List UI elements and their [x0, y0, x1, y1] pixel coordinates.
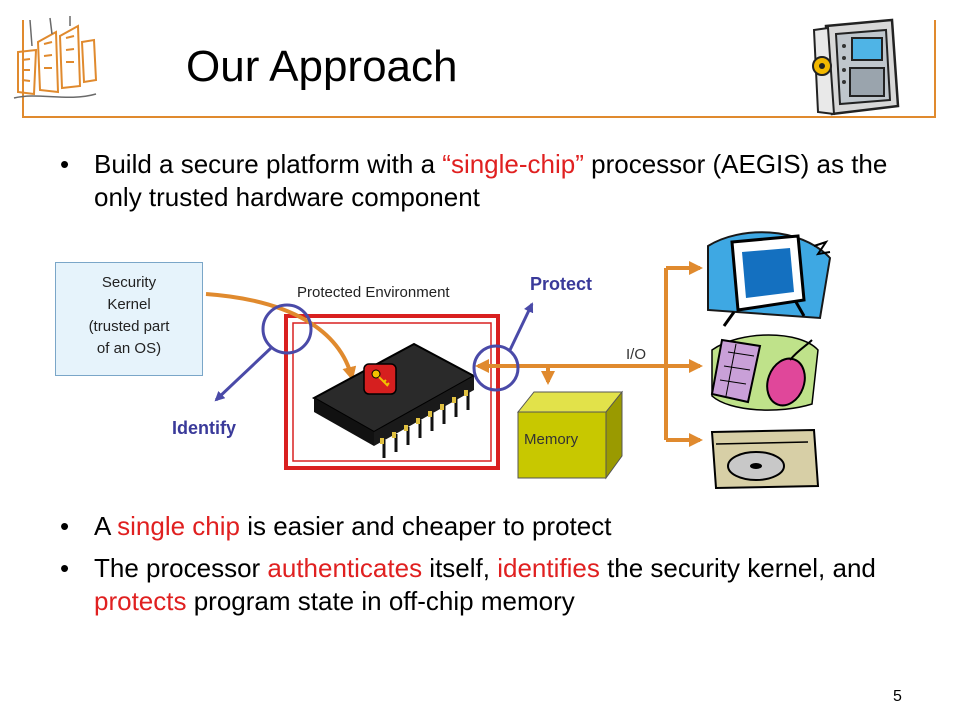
bullet-marker: • — [60, 511, 70, 541]
protected-environment-label: Protected Environment — [297, 284, 450, 301]
page-title: Our Approach — [186, 42, 458, 91]
chip-icon — [311, 342, 477, 458]
highlight-segment: authenticates — [267, 553, 423, 583]
text-segment: processor (AEGIS) as the only trusted ha… — [94, 149, 888, 212]
protect-circle — [472, 344, 520, 392]
text-segment: the security kernel, and — [599, 553, 876, 583]
text-segment: program state in off-chip memory — [186, 586, 575, 616]
key-icon — [363, 363, 397, 395]
text-segment: is easier and cheaper to protect — [240, 511, 612, 541]
identify-circle — [261, 303, 313, 355]
kernel-line: Kernel — [107, 296, 151, 313]
bullet-marker: • — [60, 149, 70, 179]
building-logo-icon — [13, 16, 98, 99]
bullet-text: The processor authenticates itself, iden… — [94, 552, 904, 618]
monitor-icon — [707, 231, 832, 327]
text-segment: A — [94, 511, 118, 541]
protect-label: Protect — [530, 274, 593, 294]
bullet-text: Build a secure platform with a “single-c… — [94, 148, 894, 214]
security-kernel-box: Security Kernel (trusted part of an OS) — [55, 262, 203, 376]
identify-arrow — [214, 346, 273, 402]
io-bus — [475, 261, 703, 447]
keyboard-mouse-icon — [710, 334, 819, 411]
text-segment: Build a secure platform with a — [94, 149, 443, 179]
kernel-to-chip-arrow — [205, 292, 357, 381]
text-segment: itself, — [422, 553, 498, 583]
bullet-text: A single chip is easier and cheaper to p… — [94, 510, 894, 543]
highlight-segment: protects — [94, 586, 187, 616]
io-label: I/O — [626, 346, 647, 363]
kernel-line: Security — [101, 274, 157, 291]
bank-vault-icon — [812, 18, 900, 116]
memory-block — [516, 390, 624, 480]
bullet-marker: • — [60, 553, 70, 583]
identify-label: Identify — [172, 418, 237, 438]
text-segment: The processor — [94, 553, 268, 583]
highlight-segment: “single-chip” — [442, 149, 584, 179]
protect-arrow — [508, 302, 534, 351]
highlight-segment: identifies — [497, 553, 600, 583]
page-number: 5 — [893, 688, 902, 705]
protected-environment-frame — [284, 314, 500, 470]
memory-label: Memory — [524, 431, 579, 448]
highlight-segment: single chip — [117, 511, 240, 541]
kernel-line: of an OS) — [96, 340, 162, 357]
kernel-line: (trusted part — [88, 318, 170, 335]
disk-drive-icon — [710, 428, 820, 490]
